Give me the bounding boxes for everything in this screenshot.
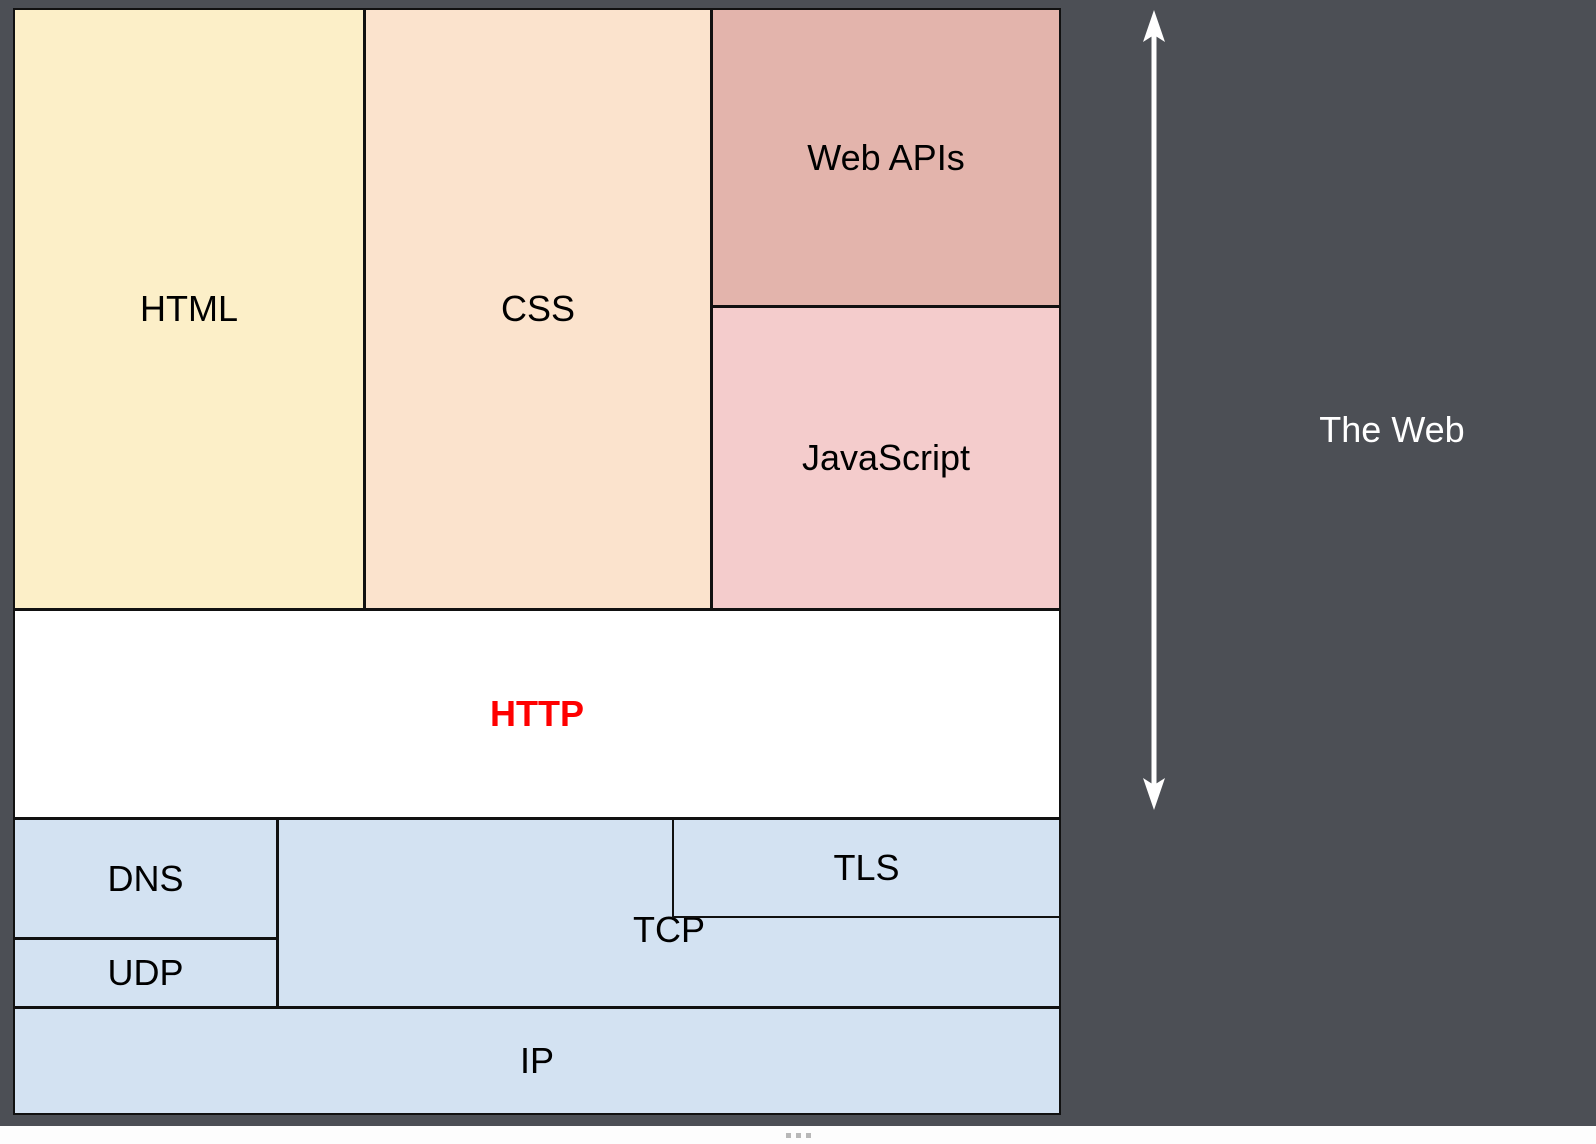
block-javascript[interactable]: JavaScript <box>711 306 1061 610</box>
block-ip[interactable]: IP <box>13 1007 1061 1115</box>
block-web-apis-label: Web APIs <box>807 136 965 178</box>
block-http-label: HTTP <box>490 693 584 734</box>
drag-handle-dots-icon[interactable] <box>785 1132 811 1138</box>
block-css-label: CSS <box>500 288 576 329</box>
block-html[interactable]: HTML <box>13 8 365 610</box>
block-dns[interactable]: DNS <box>13 818 278 939</box>
block-css[interactable]: CSS <box>364 8 712 610</box>
block-udp-label: UDP <box>107 952 184 993</box>
the-web-label: The Web <box>1319 409 1465 450</box>
block-tls-label: TLS <box>833 847 900 888</box>
block-ip-label: IP <box>519 1040 554 1081</box>
block-udp[interactable]: UDP <box>13 938 278 1008</box>
block-html-label: HTML <box>140 288 238 329</box>
block-dns-label: DNS <box>107 857 184 899</box>
block-http[interactable]: HTTP <box>13 609 1061 819</box>
bottom-bar <box>0 1126 1596 1144</box>
block-javascript-label: JavaScript <box>801 437 971 478</box>
block-web-apis[interactable]: Web APIs <box>711 8 1061 307</box>
double-headed-vertical-arrow-icon <box>1143 10 1165 810</box>
block-tls[interactable]: TLS <box>672 818 1061 918</box>
